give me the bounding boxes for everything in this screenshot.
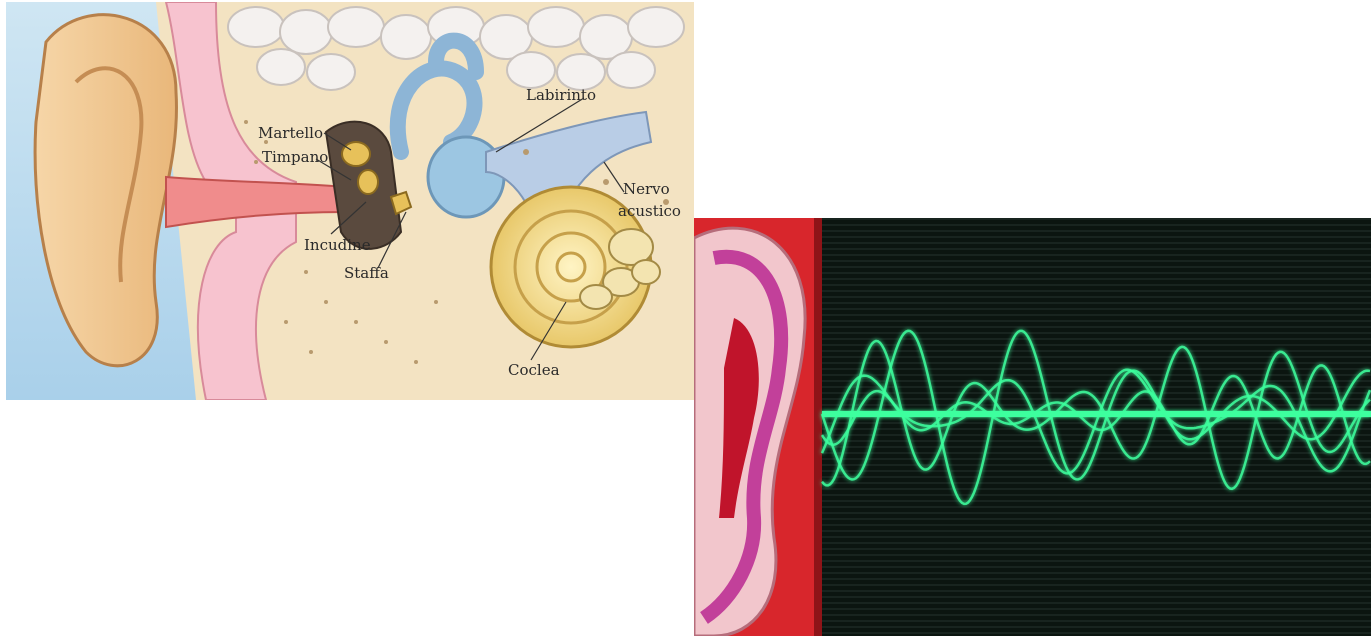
- label-timpano: Timpano: [262, 148, 328, 166]
- hammer-bone: [342, 142, 370, 166]
- ear-anatomy-illustration: Martello Timpano Labirinto Nervo acustic…: [6, 2, 694, 400]
- ear-waveform-illustration: [694, 218, 1371, 636]
- label-labirinto: Labirinto: [526, 86, 596, 104]
- label-martello: Martello: [258, 124, 323, 142]
- label-incudine: Incudine: [304, 236, 371, 254]
- ear-anatomy-drawing: Martello Timpano Labirinto Nervo acustic…: [6, 2, 694, 400]
- label-acustico: acustico: [618, 202, 681, 220]
- label-staffa: Staffa: [344, 264, 389, 282]
- label-coclea: Coclea: [508, 361, 560, 379]
- ear-backdrop-edge: [814, 218, 822, 636]
- waveform-drawing: [694, 218, 1371, 636]
- label-nervo: Nervo: [623, 180, 670, 198]
- anvil-bone: [358, 170, 378, 194]
